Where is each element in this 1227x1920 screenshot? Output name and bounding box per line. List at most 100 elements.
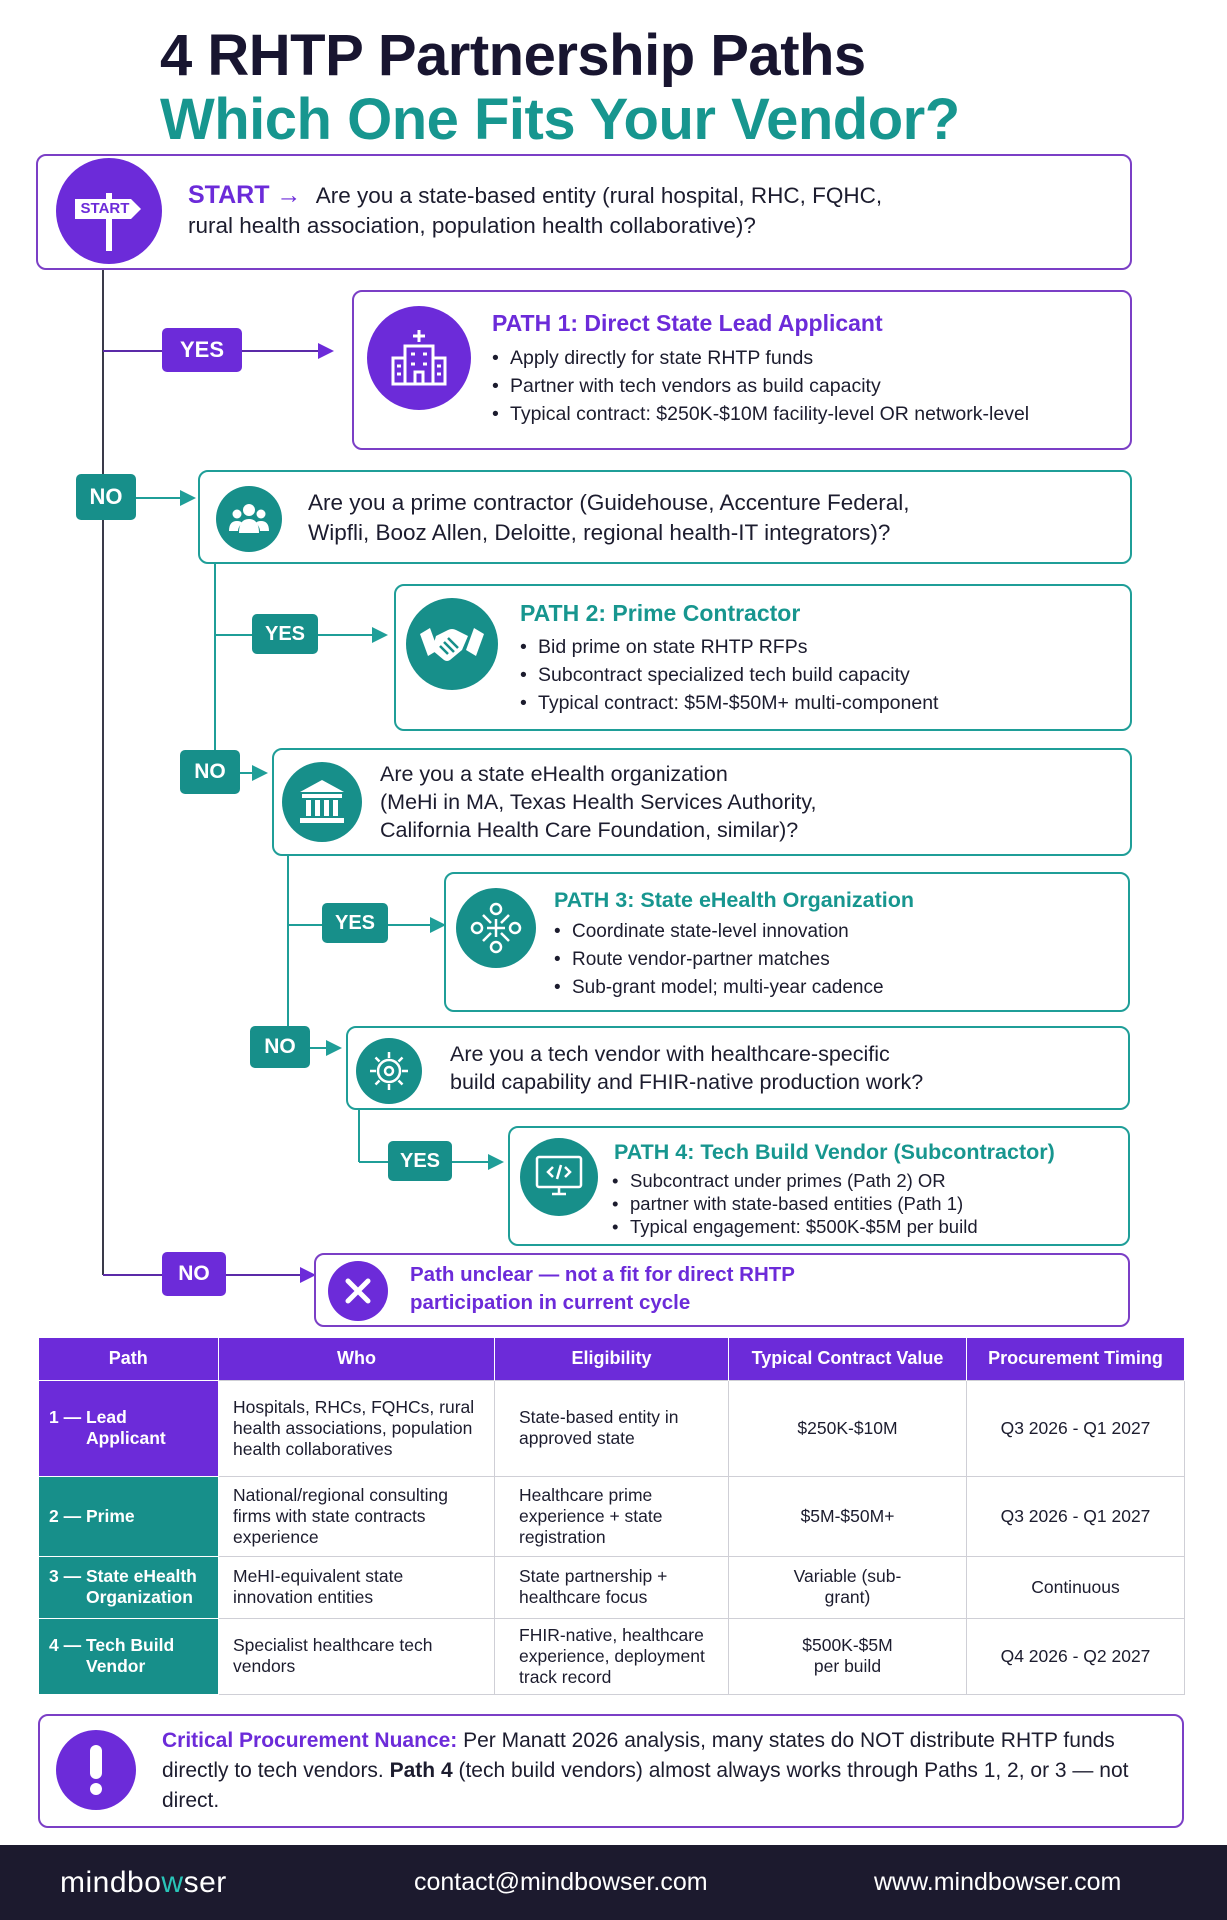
nuance-lead: Critical Procurement Nuance:: [162, 1729, 458, 1752]
nuance-bold: Path 4: [389, 1759, 453, 1782]
question2-line1: Are you a prime contractor (Guidehouse, …: [308, 490, 910, 515]
eligibility-cell: Healthcare prime experience + state regi…: [494, 1475, 729, 1557]
path-unclear-box: [314, 1253, 1130, 1327]
connector-yes-1b: [240, 350, 320, 352]
start-question-box: [36, 154, 1132, 270]
yes-tag-3: YES: [322, 903, 388, 943]
start-question-line1: Are you a state-based entity (rural hosp…: [315, 183, 883, 208]
close-icon: [345, 1278, 371, 1304]
question2-line2: Wipfli, Booz Allen, Deloitte, regional h…: [308, 520, 891, 545]
no-tag-1: NO: [76, 474, 136, 520]
connector-no-final: [103, 1274, 163, 1276]
question3-icon-circle: [282, 762, 362, 842]
arrow-no-1: [180, 490, 196, 506]
unclear-icon-circle: [328, 1261, 388, 1321]
arrow-no-final: [300, 1267, 316, 1283]
table-header: Eligibility: [494, 1338, 729, 1380]
question3-line2: (MeHi in MA, Texas Health Services Autho…: [380, 790, 817, 814]
path-number: 4 —: [49, 1635, 82, 1655]
path-name: Prime: [85, 1505, 135, 1526]
unclear-text: Path unclear — not a fit for direct RHTP…: [410, 1261, 1110, 1317]
page-title: 4 RHTP Partnership Paths: [160, 23, 866, 88]
timing-cell: Continuous: [966, 1555, 1185, 1619]
question4-line2: build capability and FHIR-native product…: [450, 1070, 924, 1094]
path3-bullet: Route vendor-partner matches: [554, 946, 1114, 974]
question4-box: [346, 1026, 1130, 1110]
yes-tag-2: YES: [252, 614, 318, 654]
trunk-line-4: [358, 1108, 360, 1162]
connector-yes-4: [359, 1161, 391, 1163]
connector-yes-2: [215, 634, 253, 636]
connector-yes-2b: [316, 634, 376, 636]
connector-no-2: [240, 772, 256, 774]
arrow-yes-3: [430, 917, 446, 933]
path3-icon-circle: [456, 888, 536, 968]
connector-yes-1: [103, 350, 163, 352]
path-number: 1 —: [49, 1407, 82, 1427]
people-group-icon: [229, 504, 269, 533]
table-header: Who: [218, 1338, 495, 1380]
handshake-icon: [420, 628, 484, 661]
path1-bullet: Apply directly for state RHTP funds: [492, 344, 1122, 372]
nuance-text-part1: Per Manatt 2026 analysis, many states do…: [162, 1729, 1115, 1782]
timing-cell: Q3 2026 - Q1 2027: [966, 1475, 1185, 1557]
exclamation-icon: [90, 1745, 102, 1795]
gear-circuit-icon: [370, 1052, 408, 1090]
footer-email-link[interactable]: contact@mindbowser.com: [414, 1868, 708, 1896]
path-cell: 2 — Prime: [38, 1475, 219, 1557]
path-cell: 1 — Lead Applicant: [38, 1379, 219, 1477]
path2-bullet: Subcontract specialized tech build capac…: [520, 661, 1120, 689]
connector-yes-3b: [386, 924, 436, 926]
path4-bullet: partner with state-based entities (Path …: [612, 1192, 1117, 1215]
table-header-row: Path Who Eligibility Typical Contract Va…: [38, 1338, 1185, 1380]
value-cell: $500K-$5M per build: [728, 1617, 967, 1695]
who-cell: National/regional consulting firms with …: [218, 1475, 495, 1557]
eligibility-cell: FHIR-native, healthcare experience, depl…: [494, 1617, 729, 1695]
path-number: 2 —: [49, 1505, 82, 1526]
start-lead: START →: [188, 181, 302, 209]
arrow-yes-4: [488, 1154, 504, 1170]
question2-text: Are you a prime contractor (Guidehouse, …: [308, 488, 1118, 548]
timing-cell: Q3 2026 - Q1 2027: [966, 1379, 1185, 1477]
path3-bullets: Coordinate state-level innovation Route …: [554, 918, 1114, 1002]
path-name: State eHealth Organization: [85, 1566, 197, 1607]
start-question-line2: rural health association, population hea…: [188, 213, 756, 238]
question4-line1: Are you a tech vendor with healthcare-sp…: [450, 1042, 890, 1066]
connector-no-1: [136, 497, 186, 499]
value-cell: $250K-$10M: [728, 1379, 967, 1477]
start-sign-label: START: [81, 200, 130, 217]
path-name: Tech Build Vendor: [85, 1635, 175, 1676]
path4-icon-circle: [520, 1138, 598, 1216]
summary-table: Path Who Eligibility Typical Contract Va…: [38, 1338, 1185, 1695]
path3-title: PATH 3: State eHealth Organization: [554, 888, 914, 912]
path1-bullets: Apply directly for state RHTP funds Part…: [492, 344, 1122, 428]
start-question-text: START → Are you a state-based entity (ru…: [188, 180, 1118, 241]
timing-cell: Q4 2026 - Q2 2027: [966, 1617, 1185, 1695]
arrow-no-2: [252, 765, 268, 781]
path1-bullet: Partner with tech vendors as build capac…: [492, 372, 1122, 400]
nuance-text-part2: (tech build vendors) almost always works…: [162, 1759, 1129, 1812]
table-row: 1 — Lead Applicant Hospitals, RHCs, FQHC…: [38, 1379, 1185, 1477]
table-header: Procurement Timing: [966, 1338, 1185, 1380]
table-header: Typical Contract Value: [728, 1338, 967, 1380]
connector-yes-3: [288, 924, 324, 926]
nuance-text: Critical Procurement Nuance: Per Manatt …: [162, 1726, 1162, 1816]
path1-icon-circle: [367, 306, 471, 410]
arrow-yes-2: [372, 627, 388, 643]
no-tag-final: NO: [162, 1252, 226, 1296]
path4-title: PATH 4: Tech Build Vendor (Subcontractor…: [614, 1140, 1055, 1164]
yes-tag-1: YES: [162, 328, 242, 372]
trunk-line-2: [214, 562, 216, 772]
path-cell: 4 — Tech Build Vendor: [38, 1617, 219, 1695]
table-row: 4 — Tech Build Vendor Specialist healthc…: [38, 1617, 1185, 1695]
who-cell: MeHI-equivalent state innovation entitie…: [218, 1555, 495, 1619]
footer-website-link[interactable]: www.mindbowser.com: [874, 1868, 1122, 1896]
question2-box: [198, 470, 1132, 564]
table-row: 2 — Prime National/regional consulting f…: [38, 1475, 1185, 1557]
signpost-icon: START: [75, 193, 141, 251]
who-cell: Specialist healthcare tech vendors: [218, 1617, 495, 1695]
path3-bullet: Sub-grant model; multi-year cadence: [554, 974, 1114, 1002]
unclear-line1: Path unclear — not a fit for direct RHTP: [410, 1263, 795, 1286]
who-cell: Hospitals, RHCs, FQHCs, rural health ass…: [218, 1379, 495, 1477]
